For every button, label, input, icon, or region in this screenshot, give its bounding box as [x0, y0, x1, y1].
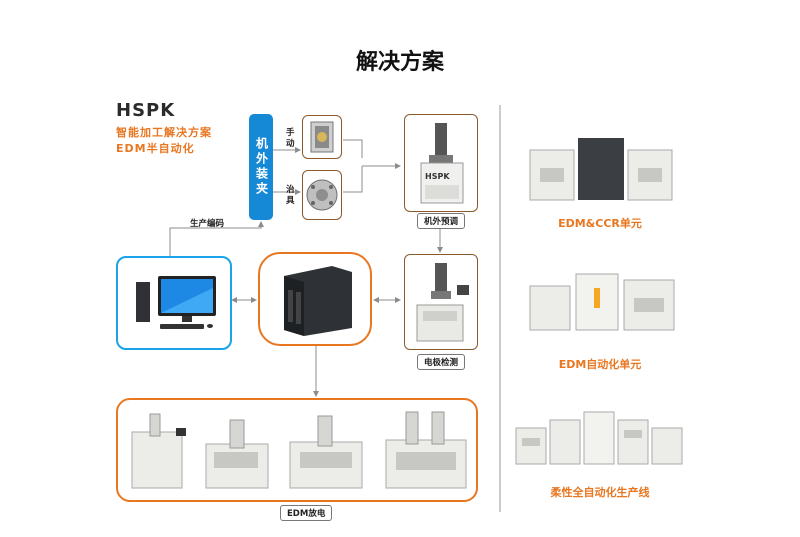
offline-clamping-pill: 机外装夹	[249, 114, 273, 220]
flexible-production-line-image	[510, 398, 690, 474]
manual-fixture-label: 手动	[286, 128, 295, 149]
barcode-label: 生产编码	[190, 219, 225, 229]
manual-fixture-image	[302, 115, 342, 159]
edm-caption: EDM放电	[280, 505, 333, 521]
computer-image	[116, 256, 232, 350]
jig-fixture-image	[302, 170, 342, 220]
logo-line-2: EDM半自动化	[116, 142, 195, 155]
svg-text:HSPK: HSPK	[425, 172, 450, 181]
preset-caption: 机外预调	[417, 213, 466, 229]
edm-ccr-unit-image	[520, 128, 690, 208]
jig-fixture-label: 治具	[286, 185, 295, 206]
inspection-machine-image	[404, 254, 478, 350]
page-title: 解决方案	[355, 50, 444, 75]
brand-name: HSPK	[116, 100, 176, 121]
edm-automation-unit-image	[520, 258, 690, 338]
edm-machines-frame	[116, 398, 478, 502]
edm-machines-image	[131, 411, 467, 489]
preset-machine-image: HSPK	[404, 114, 478, 212]
inspection-caption: 电极检测	[417, 354, 466, 370]
edm-automation-unit-label: EDM自动化单元	[558, 358, 642, 371]
flexible-production-line-label: 柔性全自动化生产线	[550, 486, 650, 499]
edm-ccr-unit-label: EDM&CCR单元	[558, 217, 642, 230]
offline-clamping-label: 机外装夹	[254, 137, 269, 197]
logo-line-1: 智能加工解决方案	[116, 126, 212, 139]
server-image	[258, 252, 372, 346]
brand-logo: HSPK 智能加工解决方案 EDM半自动化	[116, 100, 212, 157]
